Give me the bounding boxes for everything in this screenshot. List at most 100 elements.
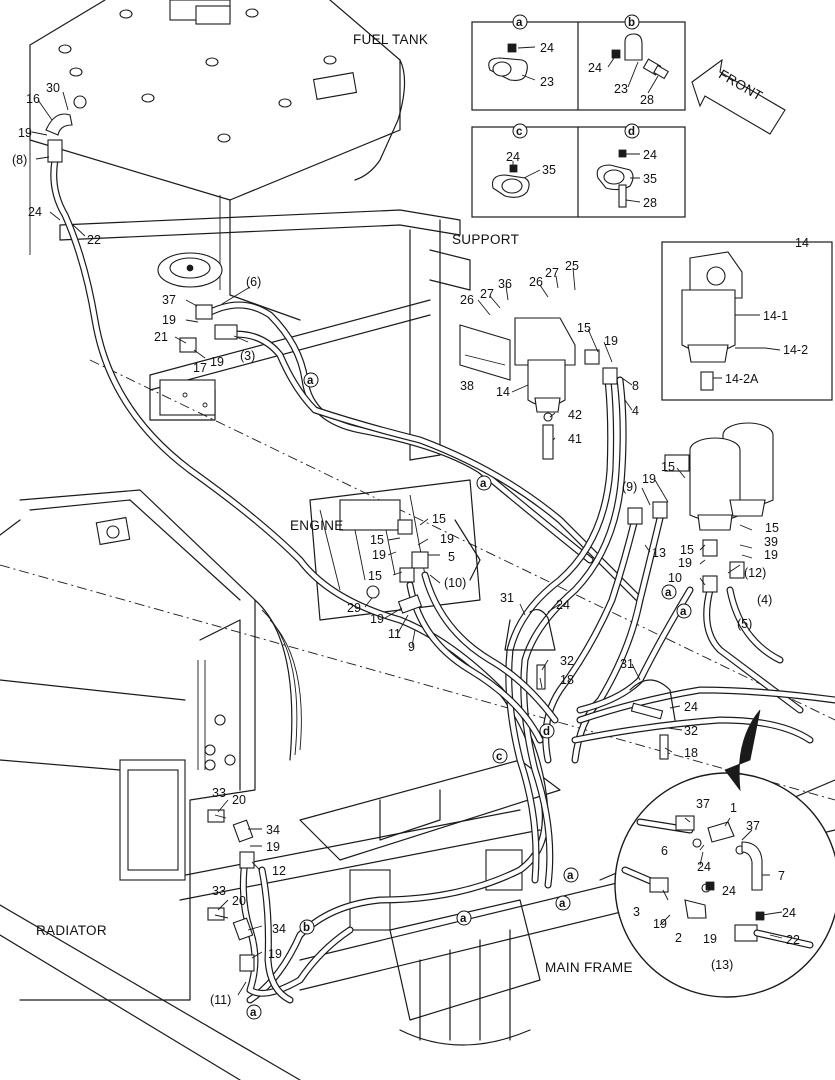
callout: 10 [668, 571, 682, 585]
zoom-detail-circle [614, 709, 835, 998]
detail-d-label: 28 [643, 196, 657, 210]
clip-marker: a [665, 587, 672, 599]
callout: (12) [744, 566, 766, 580]
callout: (5) [737, 617, 752, 631]
clip-marker: a [460, 913, 467, 925]
callout: 8 [632, 379, 639, 393]
callout: 38 [460, 379, 474, 393]
callout: 31 [620, 657, 634, 671]
callout: 19 [266, 840, 280, 854]
callout: 19 [440, 532, 454, 546]
callout: 19 [18, 126, 32, 140]
clip-marker: a [567, 870, 574, 882]
callout: 7 [778, 869, 785, 883]
callout: 24 [556, 598, 570, 612]
callout: 22 [786, 933, 800, 947]
callout: 15 [577, 321, 591, 335]
callout: 32 [560, 654, 574, 668]
filter-detail-label: 14 [795, 236, 809, 250]
detail-letter-b: b [628, 17, 635, 29]
detail-box-letters: a b c d [512, 14, 640, 139]
detail-box-ab [471, 21, 686, 111]
callout: 11 [388, 627, 401, 641]
callout: 17 [193, 361, 207, 375]
fuel-tank [29, 0, 406, 321]
callout: 19 [268, 947, 282, 961]
label-main-frame: MAIN FRAME [545, 960, 633, 975]
fuel-hoses [50, 156, 835, 1004]
filter-detail-label: 14-2 [783, 343, 808, 357]
callout: 4 [632, 404, 639, 418]
callout: 14 [496, 385, 510, 399]
callout: 30 [46, 81, 60, 95]
callout: 13 [652, 546, 666, 560]
callout: 24 [684, 700, 698, 714]
label-support: SUPPORT [452, 232, 519, 247]
leader-lines [31, 91, 753, 996]
fuel-filter-14 [514, 317, 576, 460]
callout: 31 [500, 591, 514, 605]
support-bracket [59, 209, 511, 461]
clip-marker: a [559, 898, 566, 910]
callout: 15 [680, 543, 694, 557]
callout: 24 [28, 205, 42, 219]
callout: 26 [529, 275, 543, 289]
callout: (4) [757, 593, 772, 607]
callout: 20 [232, 793, 246, 807]
callout: (8) [12, 153, 27, 167]
filter-detail-label: 14-1 [763, 309, 788, 323]
detail-b-label: 28 [640, 93, 654, 107]
callout: 36 [498, 277, 512, 291]
callout: 29 [347, 601, 361, 615]
callout: (13) [711, 958, 733, 972]
clip-bracket-31 [504, 608, 676, 721]
clip-marker: a [307, 375, 314, 387]
detail-b-label: 24 [588, 61, 602, 75]
clip-marker: a [680, 606, 687, 618]
clip-marker: a [480, 478, 487, 490]
radiator [0, 489, 302, 1001]
clip-marker: d [543, 726, 550, 738]
callout: (3) [240, 349, 255, 363]
callout: 37 [746, 819, 760, 833]
callout: 15 [432, 512, 446, 526]
callout: 22 [87, 233, 101, 247]
detail-c-label: 24 [506, 150, 520, 164]
dual-fuel-filter [664, 422, 774, 531]
callout: 41 [568, 432, 582, 446]
callout: 32 [684, 724, 698, 738]
callout: 39 [764, 535, 778, 549]
filter-detail-box [661, 241, 833, 401]
callout: 33 [212, 786, 226, 800]
callout: 19 [678, 556, 692, 570]
callout: (6) [246, 275, 261, 289]
callout: 27 [545, 266, 559, 280]
detail-a-label: 23 [540, 75, 554, 89]
callout: 19 [372, 548, 386, 562]
callout: 9 [408, 640, 415, 654]
detail-box-labels: 24 23 24 23 28 24 35 24 35 28 [506, 41, 657, 210]
callout: 21 [154, 330, 168, 344]
callout: 6 [661, 844, 668, 858]
label-engine: ENGINE [290, 518, 344, 533]
detail-letter-d: d [628, 126, 635, 138]
detail-a-label: 24 [540, 41, 554, 55]
callout: 16 [26, 92, 40, 106]
callout: 15 [368, 569, 382, 583]
label-fuel-tank: FUEL TANK [353, 32, 428, 47]
callout: 5 [448, 550, 455, 564]
detail-box-cd [471, 126, 686, 218]
label-radiator: RADIATOR [36, 923, 107, 938]
callout: 12 [272, 864, 286, 878]
detail-d-label: 24 [643, 148, 657, 162]
callout: 18 [684, 746, 698, 760]
callout: 27 [480, 287, 494, 301]
callout: 15 [661, 460, 675, 474]
callout: 19 [604, 334, 618, 348]
callout: (9) [622, 480, 637, 494]
callout: 24 [722, 884, 736, 898]
callout: 18 [560, 673, 574, 687]
callout: 1 [730, 801, 737, 815]
callout: 33 [212, 884, 226, 898]
callout: 25 [565, 259, 579, 273]
